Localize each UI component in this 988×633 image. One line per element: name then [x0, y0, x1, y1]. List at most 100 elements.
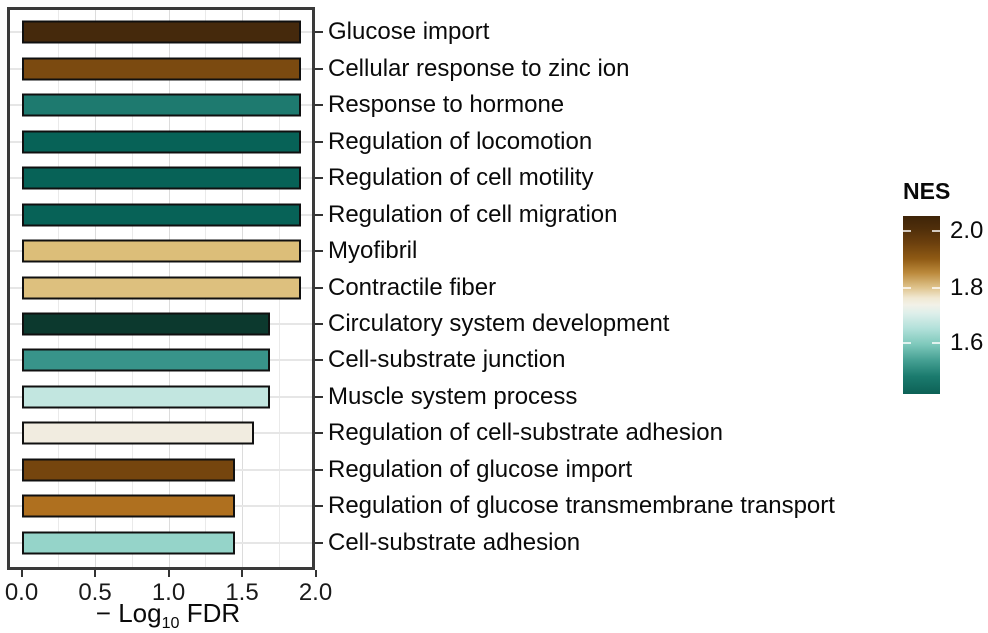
y-axis-tick — [315, 31, 323, 34]
y-axis-tick — [315, 505, 323, 508]
label-row: Regulation of glucose transmembrane tran… — [315, 488, 985, 524]
category-label: Cellular response to zinc ion — [328, 54, 630, 82]
bar-row — [10, 342, 312, 378]
legend-tick-dash — [903, 287, 911, 289]
x-axis-tick — [314, 570, 317, 577]
legend-tick-dash — [903, 342, 911, 344]
label-row: Regulation of cell motility — [315, 160, 985, 196]
bar — [21, 458, 235, 482]
bar-row — [10, 379, 312, 415]
bar — [21, 385, 270, 409]
legend-colorbar — [903, 216, 940, 394]
bar-row — [10, 50, 312, 86]
x-axis-tick — [167, 570, 170, 577]
category-label: Regulation of locomotion — [328, 127, 593, 155]
label-row: Myofibril — [315, 233, 985, 269]
bar-row — [10, 160, 312, 196]
category-label: Response to hormone — [328, 91, 565, 119]
bar-row — [10, 415, 312, 451]
bar — [21, 239, 301, 263]
legend-tick-label: 1.8 — [950, 274, 984, 301]
bar — [21, 93, 301, 117]
bar-row — [10, 196, 312, 232]
label-row: Regulation of glucose import — [315, 452, 985, 488]
bar — [21, 57, 301, 81]
plot-panel — [7, 7, 315, 570]
label-row: Cell-substrate adhesion — [315, 525, 985, 561]
bar-row — [10, 14, 312, 50]
bar — [21, 276, 301, 300]
y-axis-tick — [315, 541, 323, 544]
bar-row — [10, 233, 312, 269]
x-axis-title-suffix: FDR — [179, 598, 241, 628]
bar — [21, 421, 254, 445]
y-axis-tick — [315, 104, 323, 107]
panel-inner — [10, 10, 312, 567]
y-axis-tick — [315, 286, 323, 289]
label-row: Regulation of cell-substrate adhesion — [315, 415, 985, 451]
x-tick-label: 1.5 — [225, 579, 259, 606]
label-row: Regulation of cell migration — [315, 196, 985, 232]
label-row: Regulation of locomotion — [315, 123, 985, 159]
y-axis-tick — [315, 67, 323, 70]
x-axis-tick — [20, 570, 23, 577]
y-axis-tick — [315, 432, 323, 435]
y-axis-tick — [315, 395, 323, 398]
x-tick-label: 0.0 — [4, 579, 39, 606]
x-axis-title-subscript: 10 — [161, 614, 180, 633]
legend-tick-dash — [932, 342, 940, 344]
bar — [21, 531, 235, 555]
bar-row — [10, 452, 312, 488]
bar-row — [10, 525, 312, 561]
category-label: Regulation of glucose import — [328, 455, 633, 483]
bar — [21, 348, 270, 372]
category-label: Myofibril — [328, 237, 418, 265]
legend-tick-dash — [903, 230, 911, 232]
y-axis-tick — [315, 140, 323, 143]
label-row: Glucose import — [315, 14, 985, 50]
category-label: Regulation of cell-substrate adhesion — [328, 419, 723, 447]
x-axis-tick — [94, 570, 96, 577]
category-label: Cell-substrate adhesion — [328, 528, 581, 556]
x-axis-title-prefix: − Log — [95, 598, 162, 628]
category-label: Muscle system process — [328, 382, 578, 410]
category-label: Regulation of cell motility — [328, 164, 594, 192]
bar-row — [10, 123, 312, 159]
bar — [21, 130, 301, 154]
legend-tick-label: 2.0 — [950, 217, 984, 244]
x-axis-tick — [241, 570, 243, 577]
legend-tick-dash — [932, 287, 940, 289]
y-axis-tick — [315, 250, 323, 253]
bar — [21, 312, 270, 336]
x-tick-label: 1.0 — [151, 579, 186, 606]
category-label: Contractile fiber — [328, 273, 497, 301]
y-axis-tick — [315, 213, 323, 216]
bar-row — [10, 269, 312, 305]
label-row: Circulatory system development — [315, 306, 985, 342]
bar-row — [10, 87, 312, 123]
category-label: Circulatory system development — [328, 309, 670, 337]
legend-tick-dash — [932, 230, 940, 232]
bar — [21, 203, 301, 227]
label-row: Cellular response to zinc ion — [315, 50, 985, 86]
legend-tick-label: 1.6 — [950, 329, 984, 356]
x-tick-label: 2.0 — [298, 579, 333, 606]
bar-row — [10, 488, 312, 524]
label-row: Muscle system process — [315, 379, 985, 415]
legend-title: NES — [903, 178, 951, 204]
bar — [21, 166, 301, 190]
x-tick-label: 0.5 — [78, 579, 112, 606]
y-axis-tick — [315, 468, 323, 471]
label-row: Response to hormone — [315, 87, 985, 123]
category-label: Regulation of cell migration — [328, 200, 618, 228]
x-axis-title: − Log10 FDR — [18, 598, 318, 633]
category-label: Regulation of glucose transmembrane tran… — [328, 492, 835, 520]
y-axis-tick — [315, 359, 323, 362]
y-axis-tick — [315, 322, 323, 325]
category-label: Cell-substrate junction — [328, 346, 566, 374]
y-axis-tick — [315, 177, 323, 180]
bar-rows — [10, 14, 312, 561]
bar — [21, 494, 235, 518]
